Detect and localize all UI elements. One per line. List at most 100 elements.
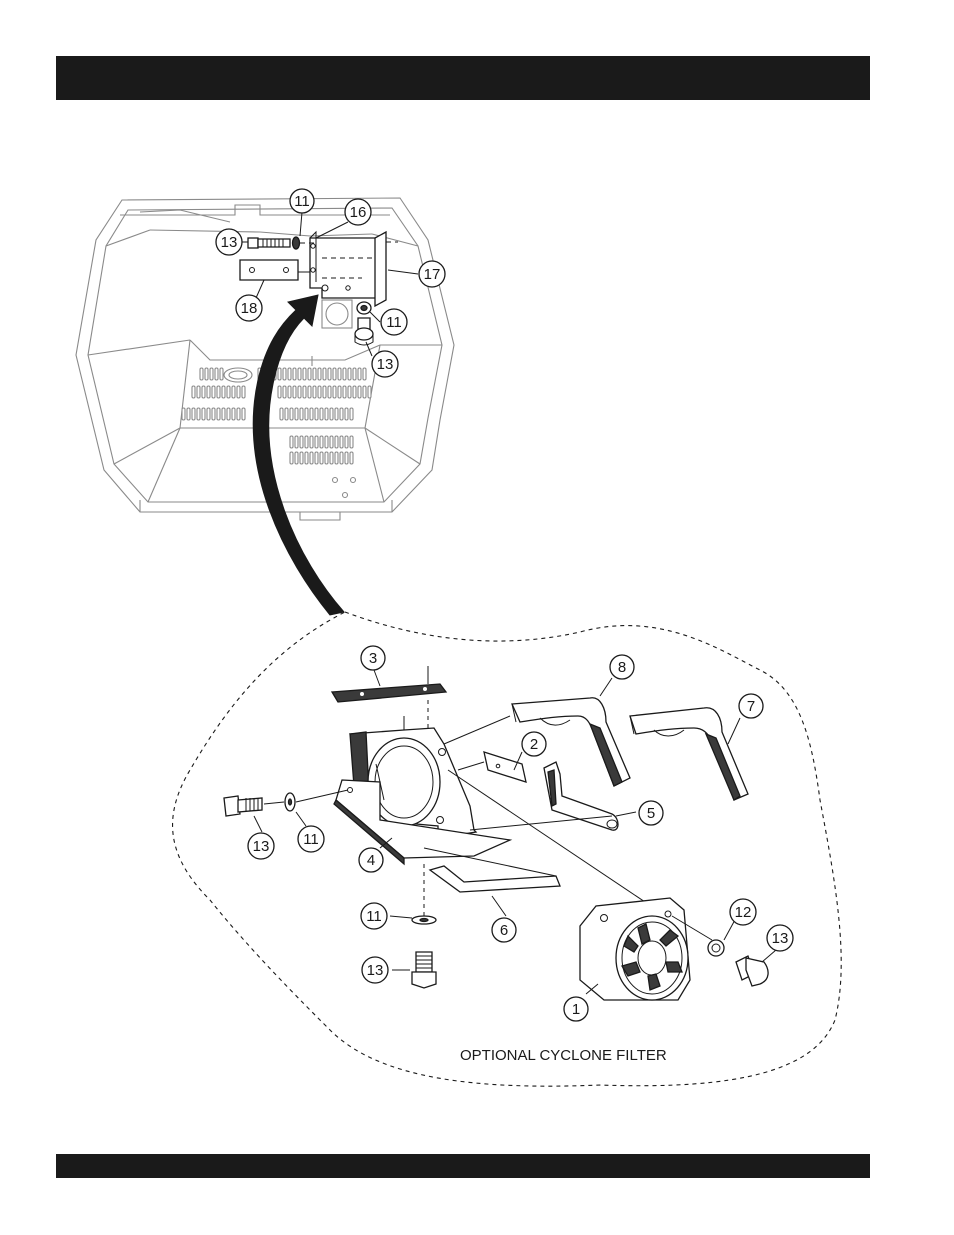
vent-slot bbox=[212, 408, 215, 420]
callout-c1: 1 bbox=[564, 997, 588, 1021]
callout-c13-low: 13 bbox=[362, 957, 388, 983]
vent-slot bbox=[350, 452, 353, 464]
vent-slot bbox=[242, 386, 245, 398]
vent-slot bbox=[353, 386, 356, 398]
vent-slot bbox=[215, 368, 218, 380]
callout-c11-left: 11 bbox=[298, 826, 324, 852]
vent-slot bbox=[202, 408, 205, 420]
vent-slot bbox=[210, 368, 213, 380]
callout-label: 11 bbox=[294, 193, 310, 210]
vent-slot bbox=[232, 386, 235, 398]
vent-slot bbox=[320, 408, 323, 420]
callout-c11-top: 11 bbox=[290, 189, 314, 213]
vent-slot bbox=[242, 408, 245, 420]
vent-slot bbox=[350, 436, 353, 448]
callout-label: 3 bbox=[369, 650, 377, 667]
vent-slot bbox=[335, 408, 338, 420]
vent-slot bbox=[207, 408, 210, 420]
callout-label: 13 bbox=[221, 234, 238, 251]
vent-slot bbox=[368, 386, 371, 398]
vent-slot bbox=[283, 386, 286, 398]
vent-slot bbox=[227, 408, 230, 420]
vent-slot bbox=[305, 408, 308, 420]
callout-c11-mid: 11 bbox=[381, 309, 407, 335]
vent-slot bbox=[338, 386, 341, 398]
vent-slot bbox=[237, 408, 240, 420]
callout-label: 6 bbox=[500, 922, 508, 939]
vent-slot bbox=[315, 408, 318, 420]
callout-c17: 17 bbox=[419, 261, 445, 287]
callout-label: 17 bbox=[424, 266, 441, 283]
vent-slot bbox=[353, 368, 356, 380]
vent-slot bbox=[182, 408, 185, 420]
callout-label: 12 bbox=[735, 904, 752, 921]
vent-slot bbox=[358, 386, 361, 398]
vent-slot bbox=[278, 386, 281, 398]
vent-slot bbox=[330, 436, 333, 448]
vent-slot bbox=[333, 368, 336, 380]
vent-slot bbox=[207, 386, 210, 398]
vent-slot bbox=[202, 386, 205, 398]
vent-slot bbox=[290, 452, 293, 464]
callout-label: 1 bbox=[572, 1001, 580, 1018]
vent-slot bbox=[315, 436, 318, 448]
vent-slot bbox=[335, 436, 338, 448]
vent-slot bbox=[308, 386, 311, 398]
vent-slot bbox=[205, 368, 208, 380]
vent-slot bbox=[197, 408, 200, 420]
vent-slot bbox=[325, 408, 328, 420]
vent-slot bbox=[358, 368, 361, 380]
vent-slot bbox=[320, 452, 323, 464]
vent-slot bbox=[187, 408, 190, 420]
vent-slot bbox=[315, 452, 318, 464]
vent-slot bbox=[217, 408, 220, 420]
callout-c11-low: 11 bbox=[361, 903, 387, 929]
vent-slot bbox=[295, 436, 298, 448]
vent-slot bbox=[345, 408, 348, 420]
callout-c18: 18 bbox=[236, 295, 262, 321]
vent-slot bbox=[318, 386, 321, 398]
vent-slot bbox=[340, 408, 343, 420]
callout-c13-left: 13 bbox=[248, 833, 274, 859]
callout-label: 13 bbox=[377, 356, 394, 373]
callout-c8: 8 bbox=[610, 655, 634, 679]
callout-label: 13 bbox=[367, 962, 384, 979]
vent-slot bbox=[192, 408, 195, 420]
vent-slot bbox=[363, 386, 366, 398]
callout-label: 5 bbox=[647, 805, 655, 822]
vent-slot bbox=[293, 368, 296, 380]
callout-c4: 4 bbox=[359, 848, 383, 872]
vent-slot bbox=[325, 452, 328, 464]
vent-slot bbox=[298, 386, 301, 398]
vent-slot bbox=[217, 386, 220, 398]
vent-slot bbox=[338, 368, 341, 380]
callout-c13-top: 13 bbox=[216, 229, 242, 255]
callout-c2: 2 bbox=[522, 732, 546, 756]
vent-slot bbox=[290, 408, 293, 420]
vent-slot bbox=[313, 386, 316, 398]
callout-c16: 16 bbox=[345, 199, 371, 225]
callout-label: 16 bbox=[350, 204, 367, 221]
callout-c13-right: 13 bbox=[767, 925, 793, 951]
vent-slot bbox=[200, 368, 203, 380]
callout-c12: 12 bbox=[730, 899, 756, 925]
vent-slot bbox=[333, 386, 336, 398]
vent-slot bbox=[363, 368, 366, 380]
vent-slot bbox=[310, 436, 313, 448]
vent-slot bbox=[232, 408, 235, 420]
vent-slot bbox=[222, 386, 225, 398]
vent-slot bbox=[350, 408, 353, 420]
callout-label: 11 bbox=[386, 314, 402, 331]
vent-slot bbox=[295, 452, 298, 464]
vent-slot bbox=[303, 368, 306, 380]
vent-slot bbox=[220, 368, 223, 380]
vent-slot bbox=[330, 452, 333, 464]
vent-slot bbox=[325, 436, 328, 448]
vent-slot bbox=[328, 368, 331, 380]
vent-slot bbox=[340, 436, 343, 448]
callout-label: 11 bbox=[366, 908, 382, 925]
vent-slot bbox=[345, 436, 348, 448]
callout-label: 4 bbox=[367, 852, 375, 869]
vent-slot bbox=[278, 368, 281, 380]
